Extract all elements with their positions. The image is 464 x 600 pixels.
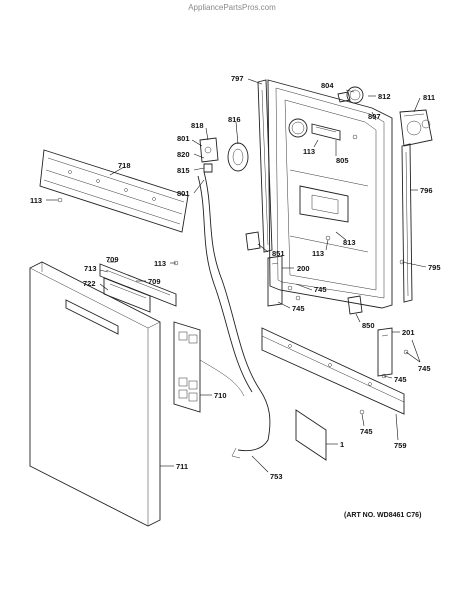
callout-113-dispenser: 113 [312,249,324,258]
callout-805: 805 [336,156,349,165]
callout-795: 795 [428,263,441,272]
callout-722: 722 [83,279,96,288]
callout-807: 807 [368,112,381,121]
callout-718: 718 [118,161,131,170]
callout-113-handle: 113 [154,259,166,268]
control-board[interactable] [173,321,201,413]
hinge-bracket-201[interactable] [377,327,393,377]
callout-816: 816 [228,115,241,124]
callout-201: 201 [402,328,415,337]
callout-797: 797 [231,74,244,83]
callout-745-a: 745 [314,285,327,294]
callout-710: 710 [214,391,227,400]
leader-lines [46,78,427,473]
side-gasket-left[interactable] [257,79,273,253]
outer-door-panel[interactable] [29,261,161,527]
wire-harness[interactable] [197,171,271,459]
callout-850: 850 [362,321,375,330]
control-panel-trim[interactable] [39,149,189,233]
callout-113-panel: 113 [303,147,315,156]
callout-709-right: 709 [148,277,161,286]
callout-200: 200 [297,264,310,273]
callout-labels: 797 804 812 811 807 816 818 801 820 815 … [30,74,441,481]
callout-745-b: 745 [292,304,305,313]
callout-745-d: 745 [394,375,407,384]
callout-801-top: 801 [177,134,190,143]
handle-bracket[interactable] [99,263,177,313]
callout-713: 713 [84,264,97,273]
vent-assembly[interactable] [399,109,433,147]
callout-813: 813 [343,238,356,247]
callout-745-c: 745 [418,364,431,373]
callout-745-e: 745 [360,427,373,436]
callout-804: 804 [321,81,334,90]
bracket-850[interactable] [347,295,363,315]
literature-kit[interactable] [295,409,327,461]
callout-851: 851 [272,249,285,258]
callout-711: 711 [176,462,188,471]
callout-818: 818 [191,121,204,130]
vent-knob[interactable] [337,86,364,104]
hinge-cam-parts[interactable] [199,137,249,173]
callout-801-bottom: 801 [177,189,190,198]
callout-811: 811 [423,93,435,102]
callout-820: 820 [177,150,190,159]
callout-815: 815 [177,166,190,175]
side-gasket-right[interactable] [401,143,413,303]
watermark-text: AppliancePartsPros.com [188,3,276,12]
callout-709-top: 709 [106,255,119,264]
callout-113-trim: 113 [30,196,42,205]
kick-plate[interactable] [261,327,405,415]
bracket-851[interactable] [245,231,261,251]
inner-door-panel[interactable] [267,79,393,309]
art-number: (ART NO. WD8461 C76) [344,512,422,519]
callout-1: 1 [340,440,344,449]
callout-753: 753 [270,472,283,481]
callout-812: 812 [378,92,391,101]
callout-796: 796 [420,186,433,195]
callout-759: 759 [394,441,407,450]
